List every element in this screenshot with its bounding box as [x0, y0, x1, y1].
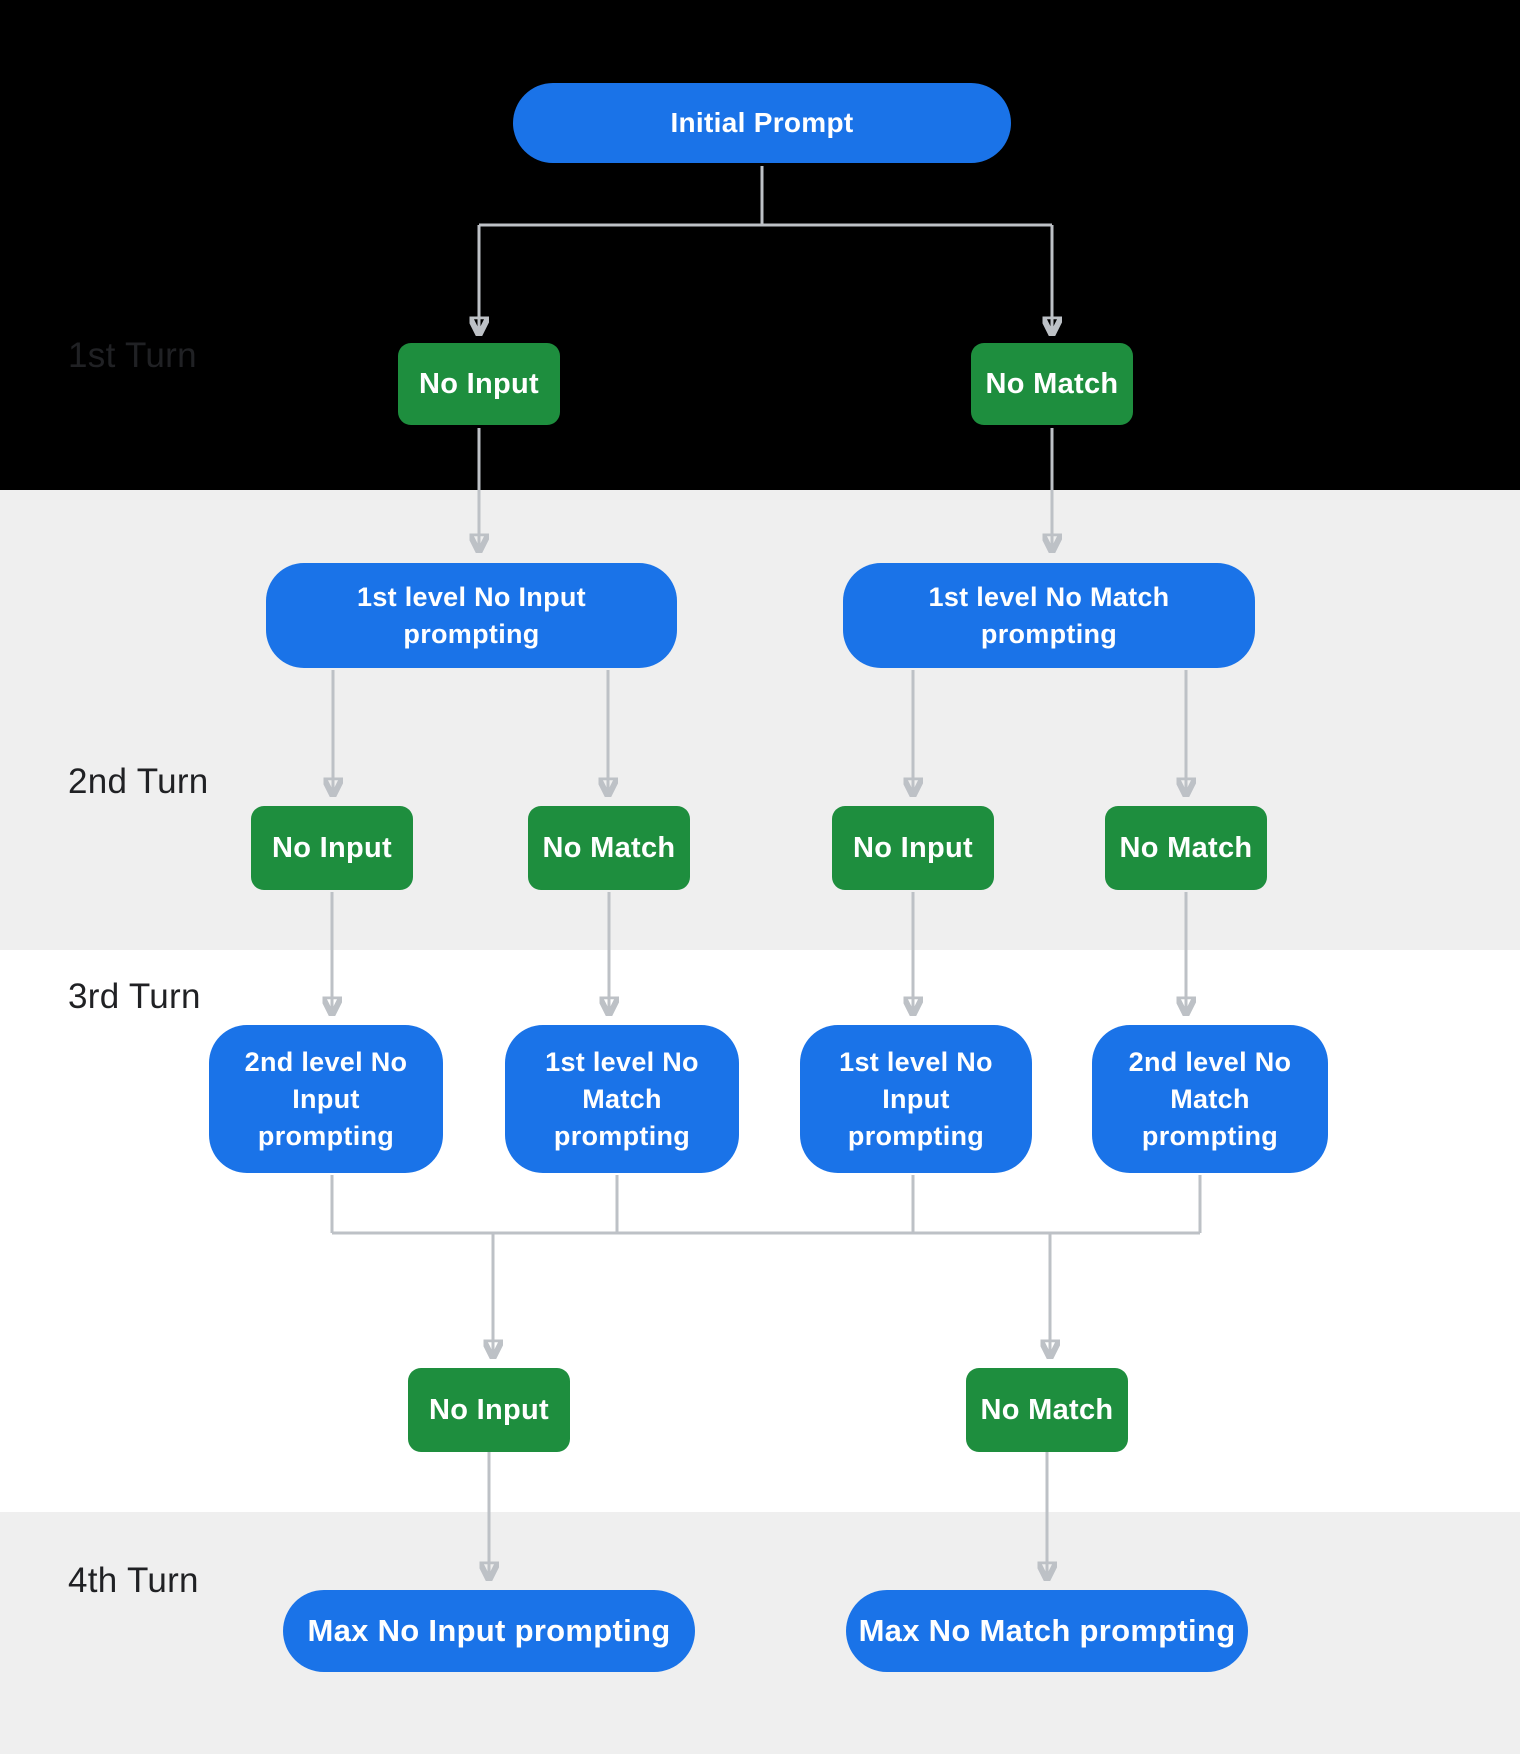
- turn-label-4: 4th Turn: [68, 1561, 199, 1600]
- node-line: 2nd level No: [244, 1046, 408, 1077]
- node-turn2-no-input-left: No Input: [251, 806, 413, 890]
- node-turn2-no-match-left: No Match: [528, 806, 690, 890]
- node-line: prompting: [257, 1120, 395, 1151]
- node-level1-no-input-prompting-2: 1st level No Input prompting: [800, 1025, 1032, 1173]
- turn-label-2: 2nd Turn: [68, 762, 209, 801]
- node-level2-no-match-prompting: 2nd level No Match prompting: [1092, 1025, 1328, 1173]
- node-line: 2nd level No: [1128, 1046, 1292, 1077]
- connector-turn1-to-level1: [479, 428, 1052, 547]
- node-turn2-no-match-right: No Match: [1105, 806, 1267, 890]
- node-initial-prompt: Initial Prompt: [513, 83, 1011, 163]
- node-line: Input: [292, 1083, 360, 1114]
- node-turn3-no-match: No Match: [966, 1368, 1128, 1452]
- node-level1-no-match-prompting: 1st level No Match prompting: [843, 563, 1255, 668]
- connector-turn3-to-max: [489, 1452, 1047, 1575]
- node-turn2-no-input-right: No Input: [832, 806, 994, 890]
- node-line: prompting: [553, 1120, 691, 1151]
- band-turn-4: [0, 1512, 1520, 1754]
- node-turn3-no-input: No Input: [408, 1368, 570, 1452]
- node-max-no-input-prompting: Max No Input prompting: [283, 1590, 695, 1672]
- node-line: 1st level No Match: [928, 581, 1170, 612]
- connector-turn2-to-level2: [332, 892, 1186, 1010]
- node-turn1-no-input: No Input: [398, 343, 560, 425]
- node-max-no-match-prompting: Max No Match prompting: [846, 1590, 1248, 1672]
- node-line: 1st level No: [839, 1046, 993, 1077]
- band-turn-1: [0, 0, 1520, 490]
- node-line: Match: [582, 1083, 662, 1114]
- node-line: 1st level No: [545, 1046, 699, 1077]
- node-line: prompting: [847, 1120, 985, 1151]
- node-level2-no-input-prompting: 2nd level No Input prompting: [209, 1025, 443, 1173]
- turn-label-1: 1st Turn: [68, 336, 197, 375]
- node-turn1-no-match: No Match: [971, 343, 1133, 425]
- connector-level1-to-turn2: [333, 670, 1186, 791]
- connector-merge-line: [330, 1175, 1202, 1353]
- node-line: 1st level No Input: [357, 581, 586, 612]
- node-level1-no-match-prompting-2: 1st level No Match prompting: [505, 1025, 739, 1173]
- node-line: Input: [882, 1083, 950, 1114]
- node-level1-no-input-prompting: 1st level No Input prompting: [266, 563, 677, 668]
- turn-label-3: 3rd Turn: [68, 977, 201, 1016]
- node-line: prompting: [403, 618, 540, 649]
- connector-initial-to-turn1: [479, 166, 1052, 330]
- node-line: prompting: [1141, 1120, 1279, 1151]
- node-line: Match: [1170, 1083, 1250, 1114]
- node-line: prompting: [980, 618, 1118, 649]
